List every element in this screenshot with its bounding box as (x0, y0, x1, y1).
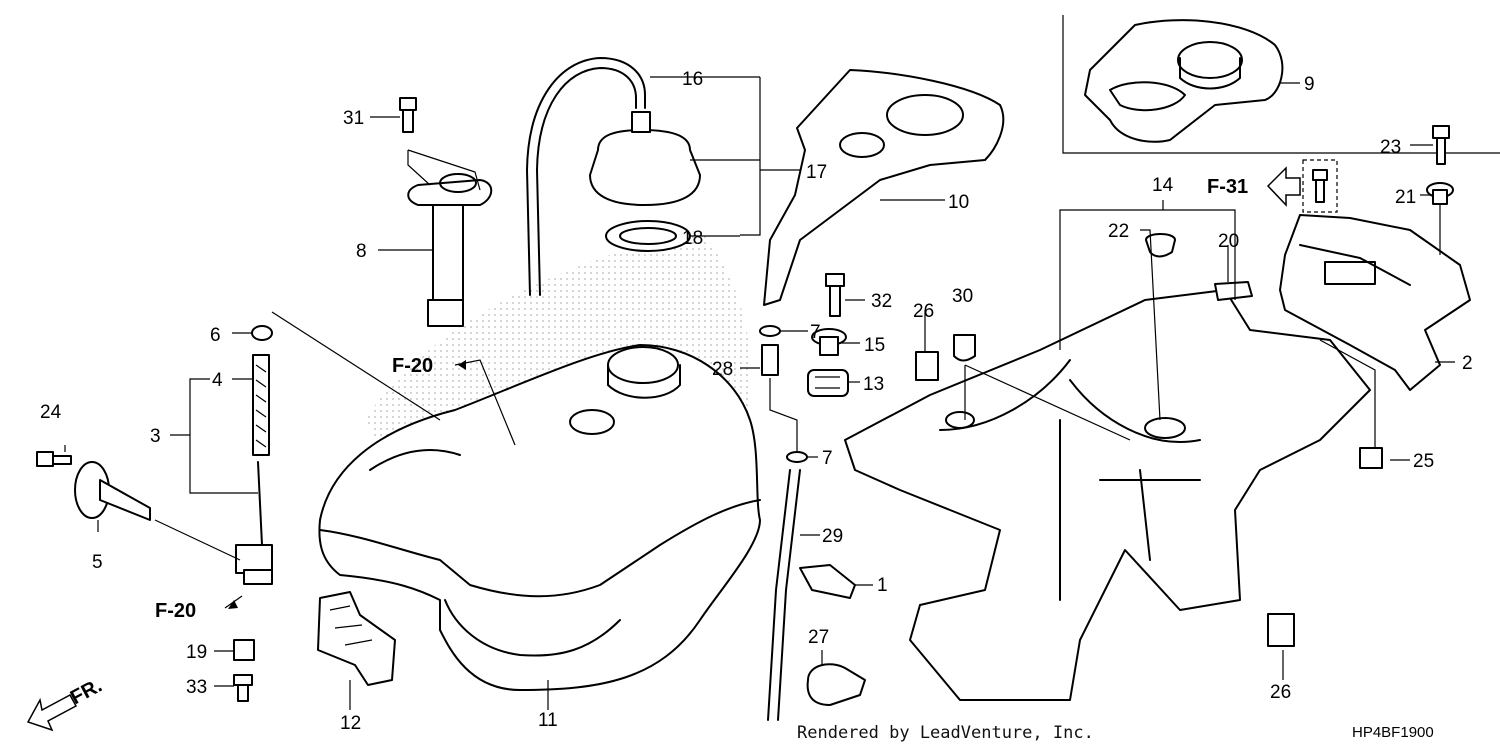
callout-16: 16 (682, 69, 703, 90)
tube-29-inner (777, 469, 801, 721)
f31-dashed-box (1302, 159, 1338, 213)
callout-15: 15 (864, 335, 885, 356)
callout-33: 33 (186, 677, 207, 698)
strainer-4 (252, 354, 270, 456)
fuel-cap (589, 111, 701, 206)
inset-frame (1062, 15, 1500, 154)
tank-cover-part (763, 69, 1005, 306)
clip-25 (1359, 447, 1383, 469)
callout-26-lower: 26 (1270, 682, 1291, 703)
front-arrow-icon (26, 693, 78, 732)
callout-1: 1 (877, 575, 888, 596)
callout-31: 31 (343, 108, 364, 129)
screw-24 (36, 451, 72, 467)
tube-29 (767, 469, 791, 721)
bracket-2 (1279, 214, 1471, 391)
callout-5: 5 (92, 552, 103, 573)
callout-27: 27 (808, 627, 829, 648)
leader-lines (64, 76, 1455, 710)
fuel-pickup-tube (257, 461, 263, 546)
f20-bottom-arrowhead (228, 600, 238, 609)
ref-f31: F-31 (1207, 176, 1248, 198)
callout-7-upper: 7 (810, 322, 821, 343)
callout-25: 25 (1413, 451, 1434, 472)
collar-15 (811, 328, 847, 356)
gasket-ring (605, 220, 691, 252)
valve-lever (74, 461, 151, 521)
callout-21: 21 (1395, 187, 1416, 208)
callout-7-lower: 7 (822, 448, 833, 469)
clip-7-lower (786, 451, 808, 463)
rendered-by-credit: Rendered by LeadVenture, Inc. (797, 723, 1094, 743)
fitting-28 (761, 344, 779, 376)
clip-26-lower (1267, 613, 1295, 647)
callout-32: 32 (871, 291, 892, 312)
callout-6: 6 (210, 325, 221, 346)
callout-30: 30 (952, 286, 973, 307)
clamp-27 (806, 663, 866, 706)
callout-13: 13 (863, 374, 884, 395)
sticker-20 (1214, 281, 1253, 301)
callout-20: 20 (1218, 231, 1239, 252)
callout-23: 23 (1380, 137, 1401, 158)
callout-8: 8 (356, 241, 367, 262)
fuel-valve (235, 544, 273, 585)
callout-17: 17 (806, 162, 827, 183)
cap-30 (953, 334, 976, 362)
callout-4: 4 (212, 370, 223, 391)
callout-22: 22 (1108, 221, 1129, 242)
boot-12 (317, 591, 396, 686)
fuel-tank (318, 344, 761, 691)
washer-6 (251, 325, 273, 341)
f31-arrow-icon (1266, 166, 1301, 207)
callout-11: 11 (538, 710, 558, 731)
callout-3: 3 (150, 426, 161, 447)
ref-f20-bottom: F-20 (155, 600, 196, 622)
bolt-31 (399, 97, 417, 133)
plug-22 (1145, 233, 1176, 258)
fuel-sender (407, 173, 493, 327)
ref-f20-top: F-20 (392, 355, 433, 377)
callout-28: 28 (712, 359, 733, 380)
nut-19 (233, 639, 255, 661)
bolt-33 (233, 674, 253, 702)
callout-9: 9 (1304, 74, 1315, 95)
callout-24: 24 (40, 402, 62, 423)
breather-tube-inner (536, 67, 637, 296)
bolt-23 (1432, 125, 1450, 165)
clip-26-upper (915, 351, 939, 381)
callout-26-upper: 26 (913, 301, 934, 322)
diagram-code: HP4BF1900 (1352, 724, 1434, 741)
callout-2: 2 (1462, 353, 1473, 374)
grommet-13 (807, 369, 849, 397)
callout-10: 10 (948, 192, 969, 213)
f20-top-arrowhead (458, 360, 466, 370)
callout-29: 29 (822, 526, 843, 547)
washer-21 (1426, 182, 1454, 205)
callout-12: 12 (340, 713, 361, 734)
bolt-f31 (1312, 169, 1328, 203)
callout-18: 18 (682, 228, 703, 249)
bolt-32 (825, 273, 845, 317)
callout-14: 14 (1152, 175, 1174, 196)
breather-tube (526, 57, 646, 296)
tank-cover-inset (1084, 19, 1284, 143)
clamp-1 (799, 564, 856, 599)
clip-7-upper (759, 325, 781, 337)
callout-19: 19 (186, 642, 207, 663)
